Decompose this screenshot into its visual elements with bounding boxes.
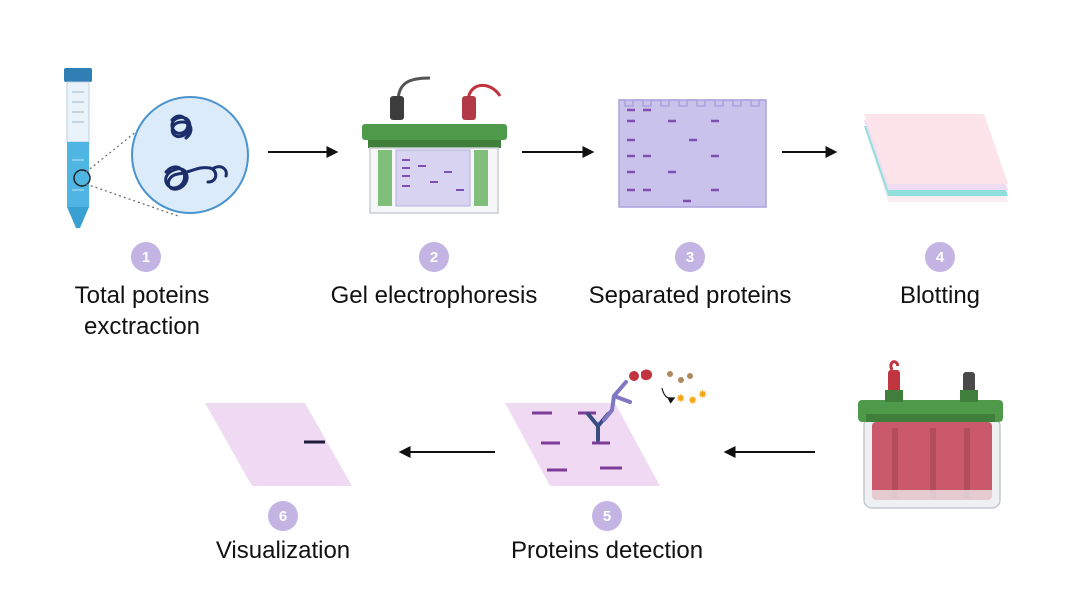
step-5-label: Proteins detection: [510, 537, 704, 564]
step-4-badge: 4: [925, 242, 955, 272]
visualization-membrane-icon: [205, 403, 352, 486]
svg-text:✸: ✸: [688, 394, 697, 407]
step-1-label-line2: exctraction: [83, 313, 201, 340]
protein-magnified-circle-icon: [131, 96, 249, 214]
step-6-label: Visualization: [215, 537, 351, 564]
power-supply-battery-icon: [858, 360, 1003, 509]
step-3-label: Separated proteins: [588, 282, 792, 309]
step-3-badge: 3: [675, 242, 705, 272]
step-1-badge: 1: [131, 242, 161, 272]
svg-text:✸: ✸: [698, 388, 707, 401]
step-6-badge: 6: [268, 501, 298, 531]
step-2-badge: 2: [419, 242, 449, 272]
step-1-label-line1: Total poteins: [74, 282, 210, 309]
antibody-icon: ✸ ✸ ✸: [586, 369, 707, 442]
magnifier-lines: [85, 97, 179, 217]
step-1-label: Total poteins exctraction: [42, 280, 242, 342]
detection-membrane-icon: [505, 403, 660, 486]
electrophoresis-tank-icon: [362, 76, 507, 214]
gel-with-bands-icon: [618, 99, 767, 208]
step-4-label: Blotting: [899, 282, 981, 309]
step-2-label: Gel electrophoresis: [330, 282, 538, 309]
svg-text:✸: ✸: [676, 392, 685, 405]
falcon-tube-icon: [64, 68, 92, 228]
flow-arrows: [268, 146, 838, 458]
step-5-badge: 5: [592, 501, 622, 531]
blotting-stack-icon: [864, 114, 1008, 202]
